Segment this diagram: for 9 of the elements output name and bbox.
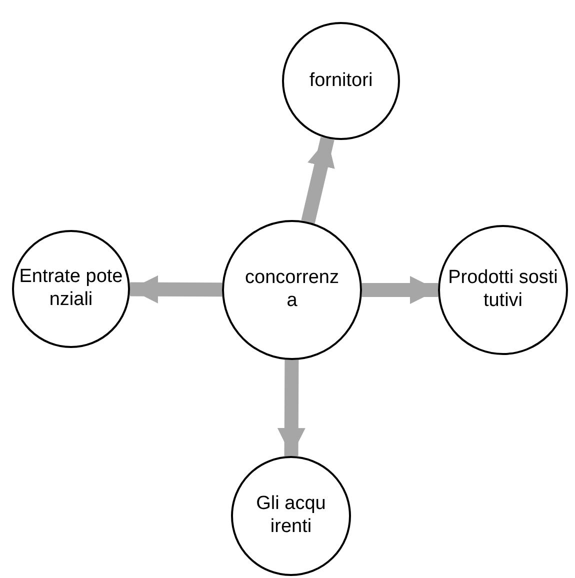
- node-label: Entrate potenziali: [19, 266, 123, 312]
- block-arrow: [277, 360, 306, 456]
- node-label: Gli acquirenti: [255, 493, 327, 539]
- node-label: concorrenza: [244, 267, 340, 313]
- node-label: fornitori: [309, 70, 373, 92]
- node-label: Prodotti sostitutivi: [448, 267, 558, 313]
- block-arrow: [130, 275, 222, 304]
- block-arrow: [362, 276, 438, 304]
- block-arrow: [301, 136, 335, 224]
